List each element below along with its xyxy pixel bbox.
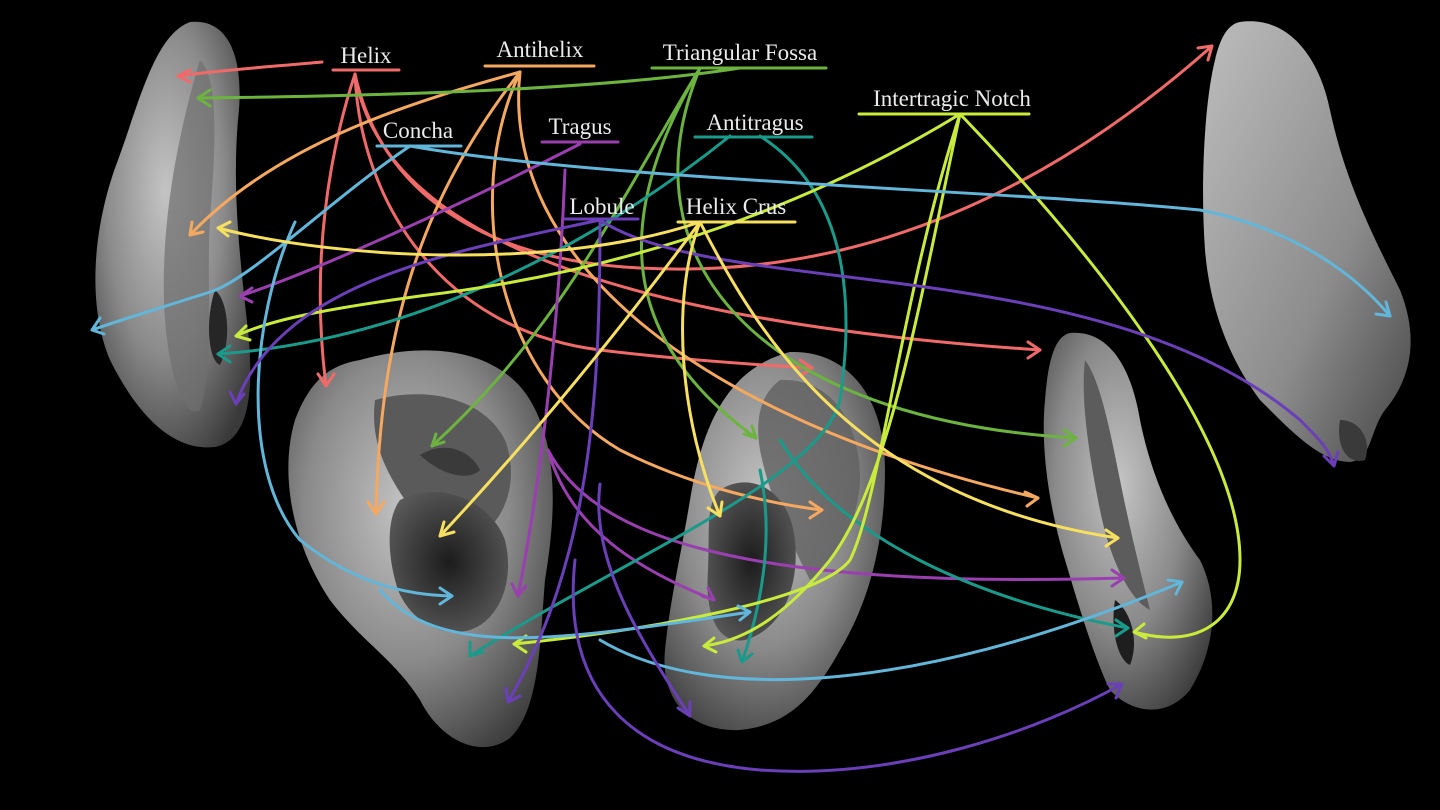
helix-crus-curves: [216, 220, 1120, 548]
label-intertragic-notch: Intertragic Notch: [857, 86, 1031, 116]
concha-curves: [90, 144, 1392, 681]
ear-view-back: [1203, 21, 1411, 463]
ear-view-angled: [664, 351, 885, 731]
label-triangular-fossa-text: Triangular Fossa: [663, 40, 817, 65]
tragus-curves: [238, 142, 1126, 602]
ear-view-side-right: [1043, 332, 1213, 710]
label-tragus-text: Tragus: [548, 114, 611, 139]
ear-view-front: [288, 350, 553, 748]
label-antitragus-text: Antitragus: [706, 110, 803, 135]
label-antitragus: Antitragus: [693, 110, 814, 139]
label-lobule: Lobule: [563, 194, 640, 221]
label-tragus: Tragus: [540, 114, 620, 144]
label-antihelix-text: Antihelix: [497, 37, 584, 62]
label-concha-text: Concha: [383, 118, 453, 143]
label-lobule-text: Lobule: [569, 194, 634, 219]
label-helix-crus: Helix Crus: [676, 194, 797, 224]
label-antihelix: Antihelix: [483, 37, 596, 68]
label-intertragic-notch-text: Intertragic Notch: [873, 86, 1031, 111]
lobule-curves: [228, 218, 1340, 773]
label-helix: Helix: [331, 43, 401, 72]
label-helix-crus-text: Helix Crus: [686, 194, 786, 219]
label-triangular-fossa: Triangular Fossa: [650, 40, 828, 70]
label-concha: Concha: [375, 118, 463, 148]
antitragus-curves: [216, 134, 1130, 664]
label-helix-text: Helix: [340, 43, 392, 68]
triangular-fossa-curves: [196, 66, 1078, 448]
